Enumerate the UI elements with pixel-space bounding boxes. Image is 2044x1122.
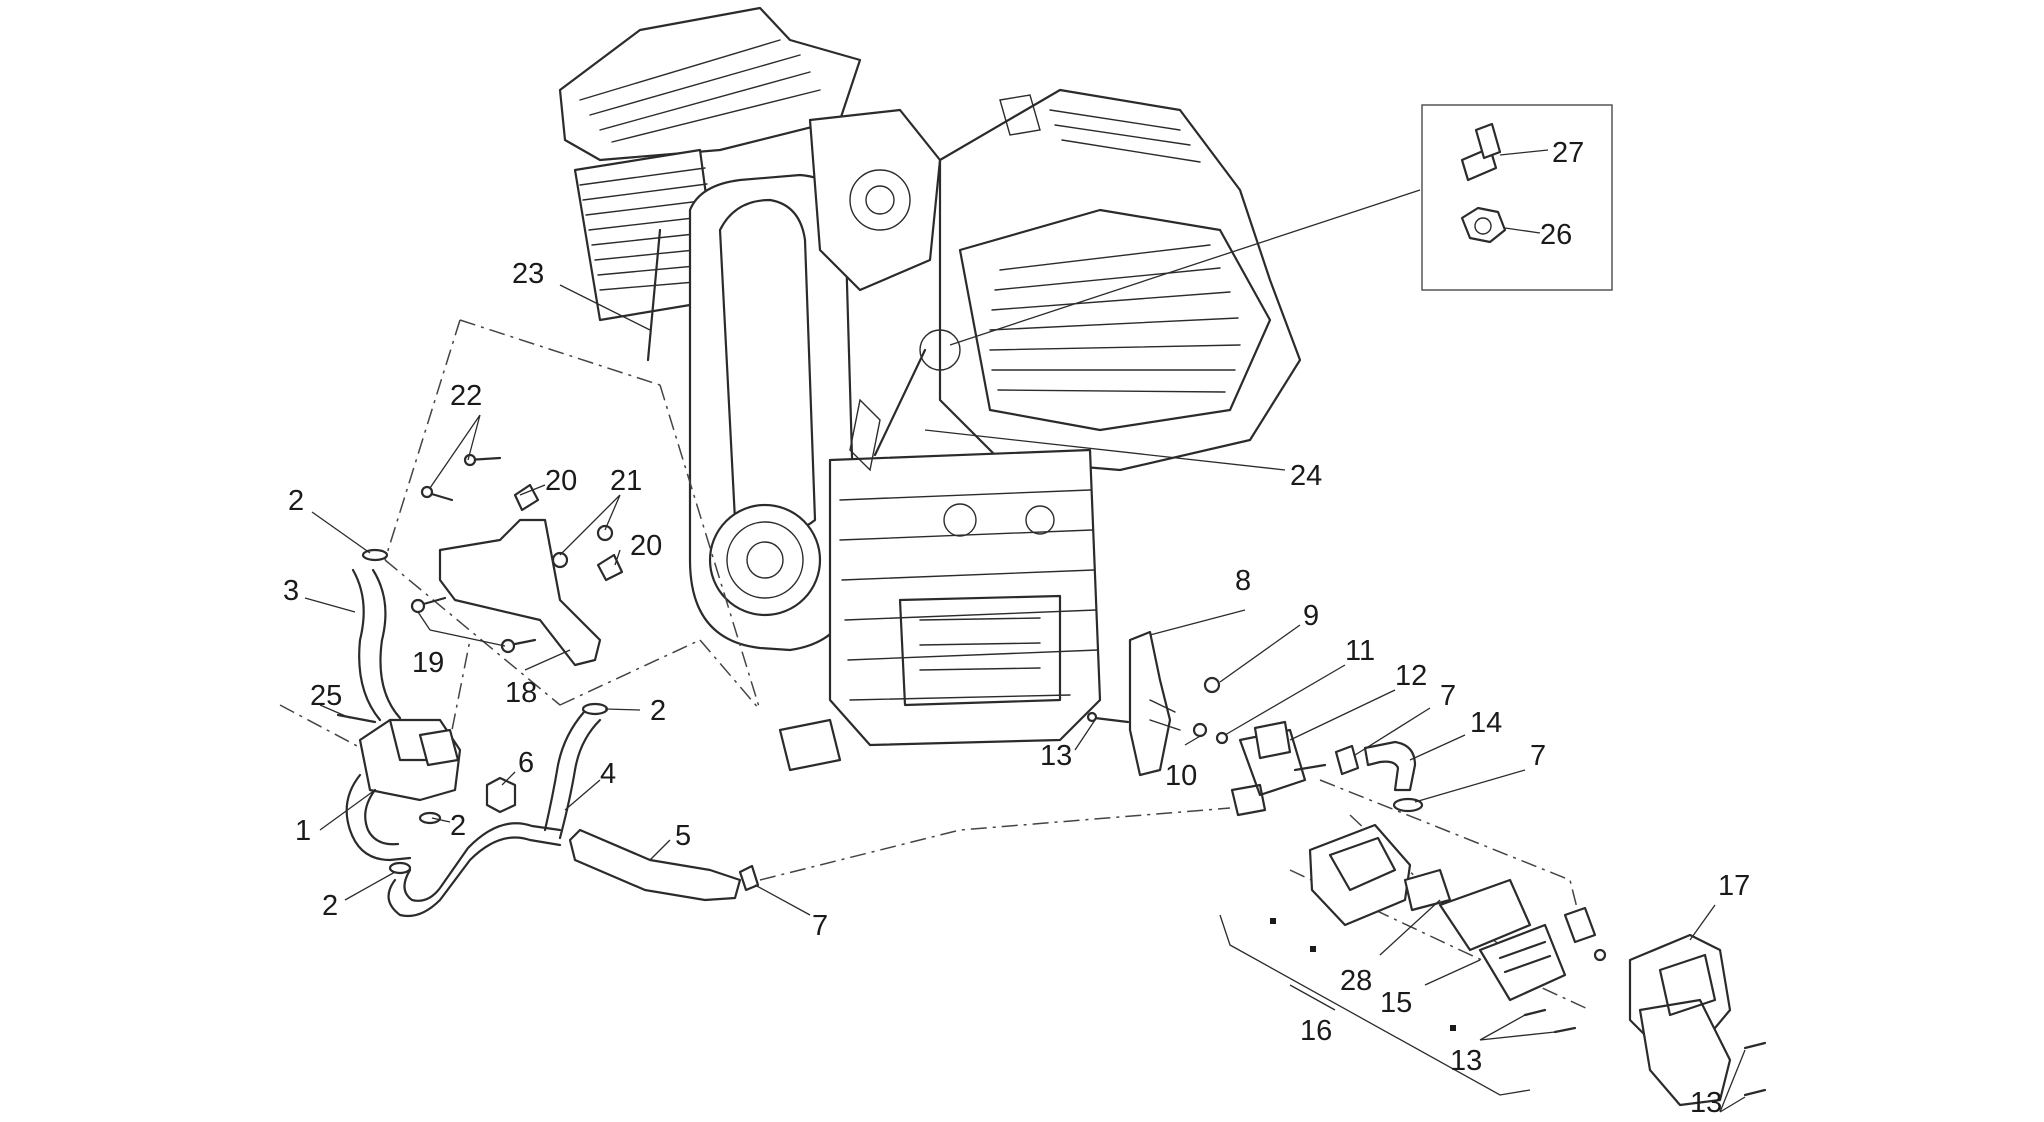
screw-13a <box>1093 716 1130 724</box>
screw-13c <box>1553 1026 1577 1034</box>
marker-c <box>1450 1025 1456 1031</box>
reed-valve-15 <box>1438 878 1567 1002</box>
pin-25 <box>336 713 377 724</box>
bracket-18 <box>438 518 602 667</box>
nut-10 <box>1192 722 1208 738</box>
callout-2-top: 2 <box>288 485 304 517</box>
callout-12: 12 <box>1395 660 1427 692</box>
pipe-23 <box>646 228 662 362</box>
nut-21b <box>551 551 569 569</box>
callout-28: 28 <box>1340 965 1372 997</box>
callout-7-left: 7 <box>812 910 828 942</box>
callout-20a: 20 <box>545 465 577 497</box>
callout-17: 17 <box>1718 870 1750 902</box>
callout-labels: 23 27 26 24 22 20 21 20 2 3 19 18 25 2 6… <box>283 137 1750 1119</box>
nut-21a <box>596 524 614 542</box>
group-bracket-16 <box>1219 914 1531 1096</box>
screw-13b <box>1523 1008 1547 1017</box>
callout-13-left: 13 <box>1040 740 1072 772</box>
callout-8: 8 <box>1235 565 1251 597</box>
pipe-24 <box>873 348 927 457</box>
callout-6: 6 <box>518 747 534 779</box>
callout-10: 10 <box>1165 760 1197 792</box>
clamp-2d <box>581 702 609 716</box>
clip-7b <box>1334 744 1360 776</box>
callout-3: 3 <box>283 575 299 607</box>
callout-19: 19 <box>412 647 444 679</box>
marker-b <box>1310 946 1316 952</box>
clip-7a <box>738 864 760 892</box>
hose-5 <box>568 828 742 902</box>
cover-part <box>1308 823 1412 927</box>
clamp-2a <box>361 548 389 562</box>
pump-1 <box>345 718 462 862</box>
callout-2-right: 2 <box>650 695 666 727</box>
callout-5: 5 <box>675 820 691 852</box>
callout-22: 22 <box>450 380 482 412</box>
hose-14 <box>1363 740 1417 792</box>
callout-23: 23 <box>512 258 544 290</box>
housing-17 <box>1628 933 1732 1107</box>
callout-7-mid: 7 <box>1440 680 1456 712</box>
valve-nipple <box>1563 906 1597 944</box>
callout-27: 27 <box>1552 137 1584 169</box>
callout-24: 24 <box>1290 460 1322 492</box>
callout-2-bottom: 2 <box>322 890 338 922</box>
callout-13-mid: 13 <box>1450 1045 1482 1077</box>
callout-18: 18 <box>505 677 537 709</box>
valve-11 <box>1230 720 1327 817</box>
part-26-nut <box>1460 206 1507 244</box>
part-27-fitting <box>1460 122 1502 182</box>
sleeve-6 <box>485 776 517 814</box>
callout-9: 9 <box>1303 600 1319 632</box>
callout-13-bottom: 13 <box>1690 1087 1722 1117</box>
callout-11: 11 <box>1345 635 1375 667</box>
screw-13d <box>1743 1041 1767 1050</box>
inset-box <box>1421 104 1613 291</box>
callout-16: 16 <box>1300 1015 1332 1047</box>
hose-4 <box>558 718 602 840</box>
clamp-2c <box>388 861 412 875</box>
callout-7-right: 7 <box>1530 740 1546 772</box>
screw-13e <box>1743 1088 1767 1097</box>
screw-9 <box>1203 676 1221 694</box>
callout-4: 4 <box>600 758 616 790</box>
marker-a <box>1270 918 1276 924</box>
clamp-2b <box>418 811 442 825</box>
callout-25: 25 <box>310 680 342 712</box>
bracket-8 <box>1128 630 1172 777</box>
callout-1: 1 <box>295 815 311 847</box>
callout-2-mid: 2 <box>450 810 466 842</box>
clip-20b <box>596 553 624 582</box>
engine-block-drawing <box>558 6 1302 772</box>
hose-3 <box>351 568 382 722</box>
gasket-28 <box>1403 868 1452 912</box>
clip-20a <box>513 483 540 512</box>
callout-15: 15 <box>1380 987 1412 1019</box>
callout-20b: 20 <box>630 530 662 562</box>
callout-14: 14 <box>1470 707 1502 739</box>
callout-26: 26 <box>1540 219 1572 251</box>
hose-lower <box>387 836 562 918</box>
callout-21: 21 <box>610 465 642 497</box>
